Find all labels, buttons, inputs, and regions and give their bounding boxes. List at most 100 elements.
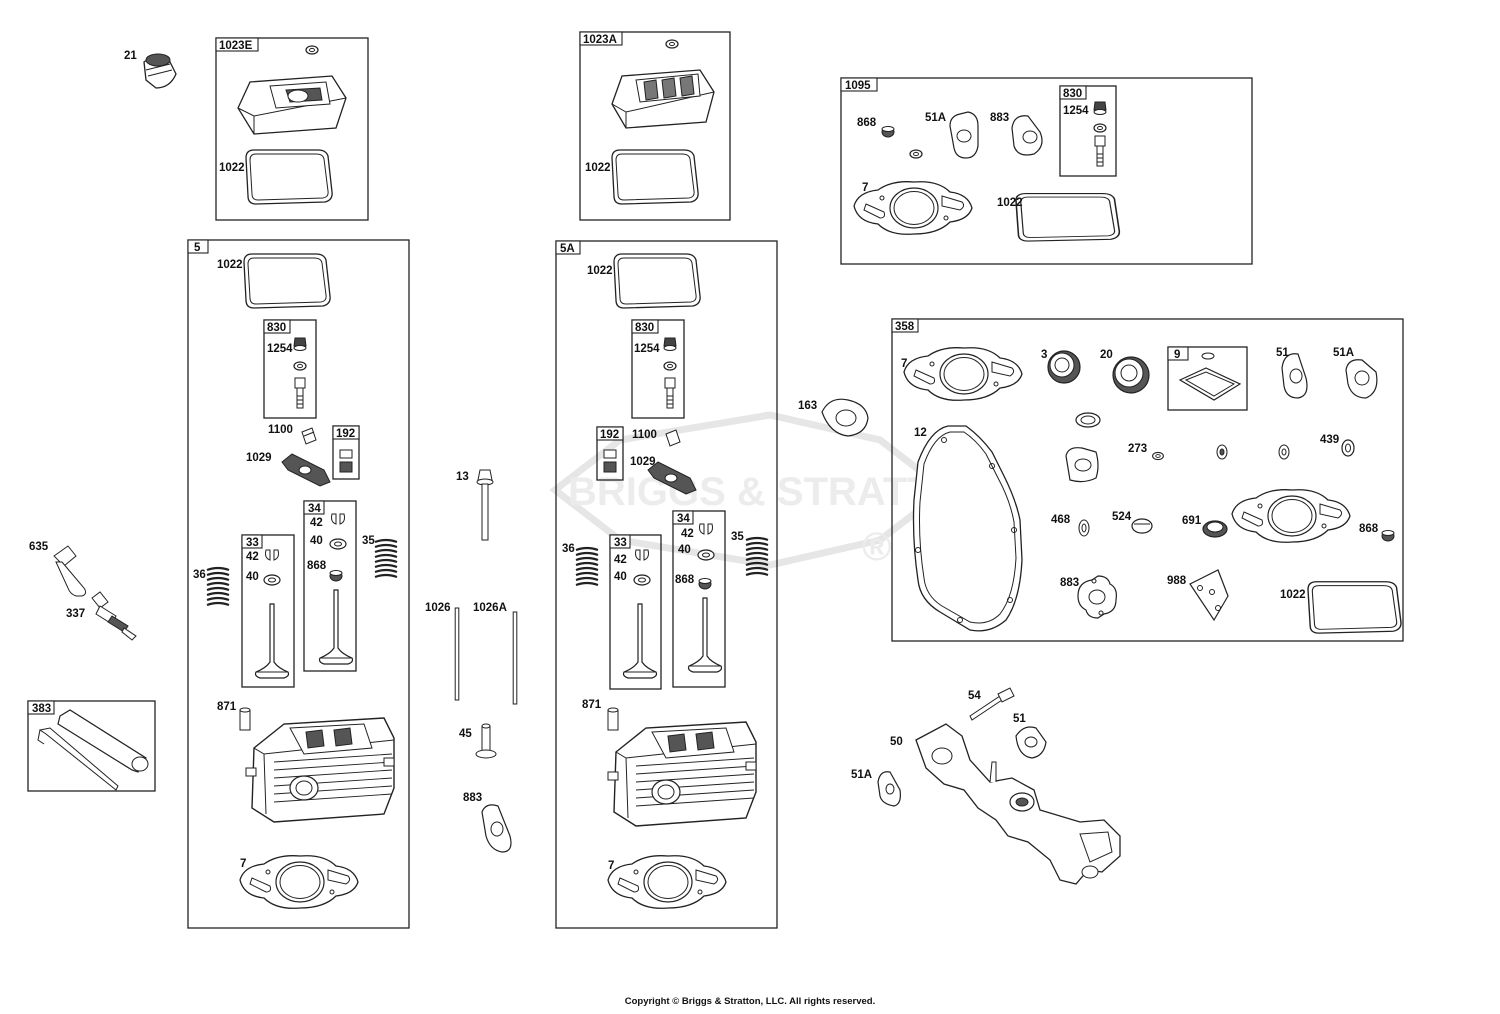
part-5A-33-keeper[interactable] (635, 549, 649, 561)
kit-5A-33-number: 33 (614, 537, 627, 549)
part-5A-1254-nut[interactable] (663, 337, 677, 351)
part-5A-cylinder-head[interactable] (607, 721, 757, 827)
part-358-gasket-small[interactable] (1065, 447, 1099, 483)
part-50-exhaust-manifold[interactable] (915, 723, 1121, 885)
part-5-34-keeper[interactable] (331, 513, 345, 525)
part-5-stud-830[interactable] (294, 377, 306, 409)
part-1095-washer-830[interactable] (1093, 123, 1107, 133)
part-358-691-oil-seal[interactable] (1202, 520, 1228, 538)
part-5A-192-nut[interactable] (603, 449, 617, 473)
part-358-988-gasket[interactable] (1189, 569, 1229, 622)
part-5A-stud-830[interactable] (664, 377, 676, 409)
part-1095-51A-gasket[interactable] (949, 111, 979, 159)
part-5-1254-nut[interactable] (293, 337, 307, 351)
part-5A-1029-rocker-arm[interactable] (647, 461, 697, 495)
part-valve-cover-1023A[interactable] (611, 69, 715, 129)
watermark-registered-mark: ® (862, 525, 891, 569)
part-358-washer-mid[interactable] (1216, 444, 1228, 460)
part-358-51-gasket[interactable] (1281, 353, 1308, 399)
part-21-oil-fill-cap[interactable] (143, 53, 177, 89)
part-1095-1022-gasket[interactable] (1015, 192, 1121, 242)
part-5A-1100-guide-plate[interactable] (665, 429, 681, 447)
part-358-head-gasket-2[interactable] (1231, 489, 1351, 543)
part-5-7-head-gasket[interactable] (239, 855, 359, 909)
part-163-gasket[interactable] (821, 398, 869, 437)
part-1095-7-head-gasket[interactable] (853, 181, 973, 235)
part-5-33-keeper[interactable] (265, 549, 279, 561)
part-5-1029-rocker-arm[interactable] (281, 453, 331, 487)
part-358-12-crankcase-gasket[interactable] (912, 425, 1023, 632)
label-358-1022: 1022 (1280, 589, 1306, 601)
part-358-883-gasket[interactable] (1077, 575, 1118, 619)
part-337-spark-plug[interactable] (91, 591, 137, 641)
part-5A-34-keeper[interactable] (699, 523, 713, 535)
kit-1095-tag (840, 77, 878, 92)
part-5A-washer-830[interactable] (663, 361, 677, 371)
part-358-1022-gasket[interactable] (1307, 581, 1402, 634)
part-1095-stud-830[interactable] (1094, 135, 1106, 167)
part-5-1100-guide-plate[interactable] (301, 427, 317, 445)
part-51A-gasket[interactable] (877, 771, 901, 807)
part-13-bolt[interactable] (476, 469, 494, 541)
part-45-tappet[interactable] (475, 723, 497, 759)
part-5A-7-head-gasket[interactable] (607, 855, 727, 909)
part-5-35-spring[interactable] (373, 538, 399, 579)
part-358-9-gasket-set[interactable] (1178, 352, 1242, 401)
label-5A-35: 35 (731, 531, 744, 543)
part-1095-883-gasket[interactable] (1011, 115, 1043, 156)
part-383-spark-plug-wrench[interactable] (37, 709, 149, 791)
part-358-439-washer[interactable] (1341, 439, 1355, 457)
part-5-34-valve[interactable] (318, 589, 354, 665)
label-5-871: 871 (217, 701, 237, 713)
part-5-34-retainer[interactable] (329, 538, 347, 550)
part-5A-34-seal[interactable] (698, 578, 712, 590)
part-358-868-seal[interactable] (1381, 530, 1395, 542)
kit-5-192-number: 192 (336, 428, 355, 440)
kit-5: 5 1022 830 1254 1100 1029 192 34 42 40 8… (187, 239, 410, 929)
part-5-36-spring[interactable] (205, 566, 231, 607)
part-5A-871-dowel[interactable] (607, 707, 619, 731)
part-5-871-dowel[interactable] (239, 707, 251, 731)
part-358-51A-gasket[interactable] (1345, 359, 1378, 399)
part-358-524-plug[interactable] (1131, 518, 1153, 534)
part-5A-34-retainer[interactable] (697, 549, 715, 561)
label-5A-1254: 1254 (634, 343, 660, 355)
label-358-51: 51 (1276, 347, 1289, 359)
part-358-20-oil-seal[interactable] (1112, 356, 1150, 394)
part-358-273-washer[interactable] (1152, 451, 1164, 461)
part-1095-868-valve-seal[interactable] (881, 126, 895, 138)
part-1022-gasket-1023A[interactable] (611, 149, 699, 205)
part-635-spark-plug-boot[interactable] (53, 545, 87, 597)
part-1026-push-rod[interactable] (454, 607, 460, 701)
part-358-washer-mid2[interactable] (1278, 444, 1290, 460)
part-5A-34-valve[interactable] (687, 597, 723, 673)
part-358-3-oil-seal[interactable] (1047, 350, 1081, 384)
part-358-468-washer[interactable] (1078, 519, 1090, 537)
part-1095-washer[interactable] (909, 149, 923, 159)
part-5-192-nut[interactable] (339, 449, 353, 473)
part-5-33-valve[interactable] (254, 603, 290, 679)
part-5-cylinder-head[interactable] (245, 717, 395, 823)
part-valve-cover-1023E[interactable] (237, 75, 347, 135)
part-5A-1022-gasket[interactable] (613, 253, 701, 309)
part-358-7-head-gasket[interactable] (903, 347, 1023, 401)
part-5-1022-gasket[interactable] (243, 253, 331, 309)
part-5A-35-spring[interactable] (744, 536, 770, 577)
part-1095-1254-nut[interactable] (1093, 101, 1107, 115)
part-5-34-seal[interactable] (329, 570, 343, 582)
part-54-bolt[interactable] (969, 687, 1015, 721)
part-washer-1023A[interactable] (665, 39, 679, 49)
part-5-washer-830[interactable] (293, 361, 307, 371)
kit-5-33-tag (241, 534, 263, 549)
part-358-washer-large[interactable] (1075, 412, 1101, 428)
part-51-gasket[interactable] (1015, 726, 1047, 759)
part-washer-1023E[interactable] (305, 45, 319, 55)
part-883-exhaust-gasket[interactable] (481, 804, 512, 853)
part-5A-33-retainer[interactable] (633, 574, 651, 586)
part-1022-gasket-1023E[interactable] (245, 149, 333, 205)
part-5-33-retainer[interactable] (263, 574, 281, 586)
part-5A-33-valve[interactable] (622, 603, 658, 679)
kit-5A-192-tag (596, 426, 624, 441)
part-1026A-push-rod[interactable] (512, 611, 518, 705)
part-5A-36-spring[interactable] (574, 546, 600, 587)
